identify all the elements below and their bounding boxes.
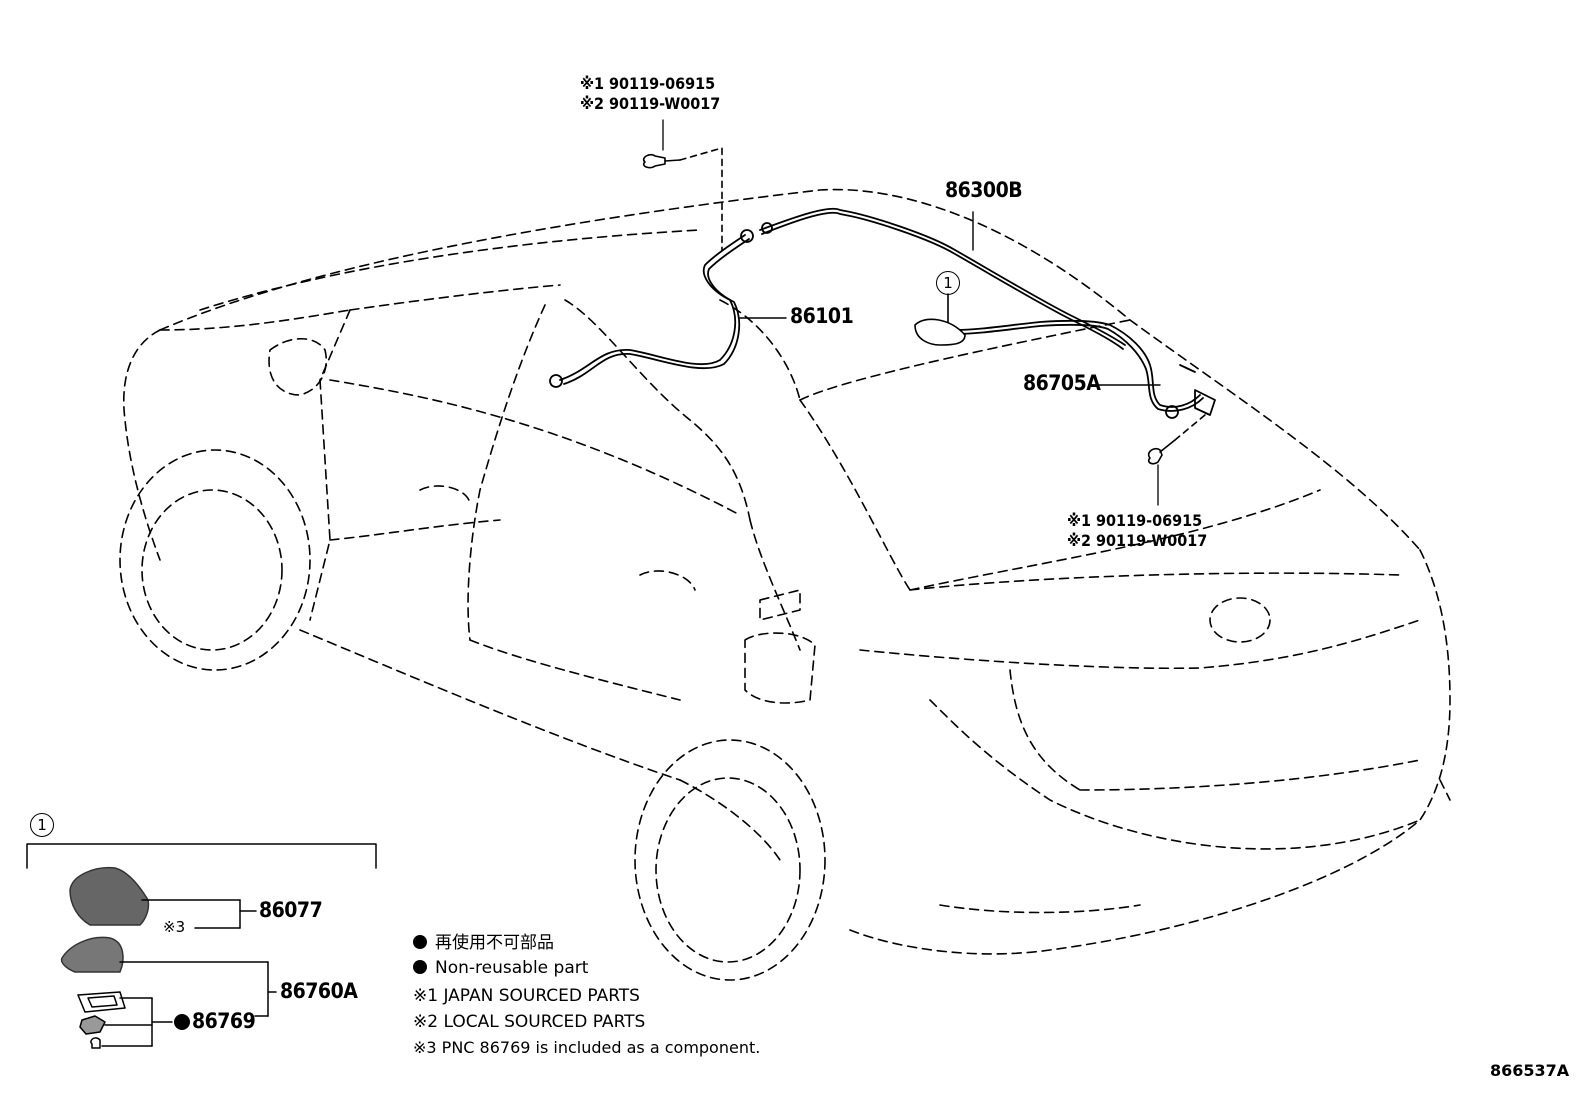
part-86760A: 86760A xyxy=(280,979,358,1003)
figure-reference: 866537A xyxy=(1490,1061,1570,1080)
inset-parts xyxy=(26,843,377,1049)
ref-circle-car: 1 xyxy=(936,271,960,295)
part-86101: 86101 xyxy=(790,304,854,328)
legend-non-reusable-en: Non-reusable part xyxy=(413,960,588,977)
leader-lines xyxy=(739,211,1161,386)
antenna-cables xyxy=(549,207,1216,419)
bolt-right-icon xyxy=(1147,439,1176,465)
bolt-right-label-2: ※2 90119-W0017 xyxy=(1067,531,1208,550)
screw-icon xyxy=(90,1037,101,1049)
part-86769: 86769 xyxy=(192,1009,256,1033)
car-outline xyxy=(119,188,1451,981)
non-reusable-dot-icon xyxy=(413,935,427,949)
legend-note3: ※3 PNC 86769 is included as a component. xyxy=(413,1038,761,1057)
part-86077: 86077 xyxy=(259,898,323,922)
legend-non-reusable-jp: 再使用不可部品 xyxy=(413,935,554,952)
bolt-top-label-2: ※2 90119-W0017 xyxy=(580,94,721,113)
shark-fin-on-car xyxy=(914,318,966,346)
ref-circle-inset: 1 xyxy=(30,813,54,837)
bolt-top-icon xyxy=(642,153,681,169)
nut-icon xyxy=(79,1015,106,1035)
legend-note1: ※1 JAPAN SOURCED PARTS xyxy=(413,986,640,1006)
legend-note2: ※2 LOCAL SOURCED PARTS xyxy=(413,1012,646,1032)
part-86705A: 86705A xyxy=(1023,371,1101,395)
antenna-base-icon xyxy=(60,936,124,973)
shark-fin-cover-icon xyxy=(69,867,150,926)
bolt-top-label-1: ※1 90119-06915 xyxy=(580,74,716,93)
bolt-right-label-1: ※1 90119-06915 xyxy=(1067,511,1203,530)
note3-marker: ※3 xyxy=(163,918,186,936)
non-reusable-dot-icon xyxy=(413,960,427,974)
part-86300B: 86300B xyxy=(945,178,1023,202)
